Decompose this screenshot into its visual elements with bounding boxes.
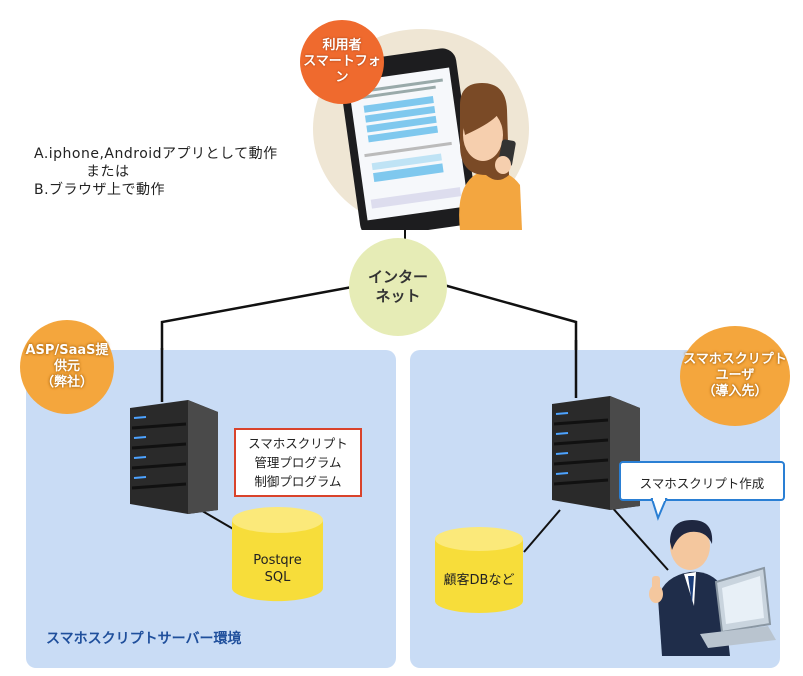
client-badge-line3: （導入先）	[702, 384, 768, 400]
businessman-computer-illustration	[640, 506, 780, 656]
server-icon	[126, 398, 222, 516]
program-box: スマホスクリプト 管理プログラム 制御プログラム	[234, 428, 362, 497]
speech-text: スマホスクリプト作成	[639, 476, 765, 491]
internet-line1: インター	[367, 268, 428, 287]
note-app: A.iphone,Androidアプリとして動作	[34, 146, 278, 162]
provider-badge-line2: （弊社）	[40, 375, 93, 391]
program-line2: 管理プログラム	[254, 455, 342, 470]
provider-badge: ASP/SaaS提供元 （弊社）	[20, 320, 114, 414]
internet-line2: ネット	[375, 287, 421, 305]
program-line3: 制御プログラム	[254, 474, 342, 489]
database-icon	[230, 506, 325, 602]
program-line1: スマホスクリプト	[248, 436, 348, 451]
user-smartphone-badge: 利用者 スマートフォン	[300, 20, 384, 104]
client-run-modes: A.iphone,Androidアプリとして動作 または B.ブラウザ上で動作	[34, 145, 354, 199]
database-icon	[433, 526, 525, 614]
provider-db-line1: Postqre	[253, 553, 302, 568]
internet-badge: インター ネット	[349, 238, 447, 336]
provider-badge-line1: ASP/SaaS提供元	[25, 342, 109, 374]
speech-bubble-icon	[618, 460, 786, 522]
provider-db-label: Postqre SQL	[230, 552, 325, 586]
client-badge-line2: ユーザ	[715, 367, 755, 383]
note-or: または	[86, 164, 130, 180]
client-badge-line1: スマホスクリプト	[683, 351, 787, 367]
provider-db-line2: SQL	[264, 570, 291, 585]
note-browser: B.ブラウザ上で動作	[34, 182, 166, 198]
user-badge-line2: スマートフォン	[303, 53, 381, 86]
user-badge-line1: 利用者	[322, 37, 362, 53]
client-badge: スマホスクリプト ユーザ （導入先）	[680, 326, 790, 426]
environment-title: スマホスクリプトサーバー環境	[46, 631, 242, 647]
client-db-label: 顧客DBなど	[443, 573, 515, 588]
